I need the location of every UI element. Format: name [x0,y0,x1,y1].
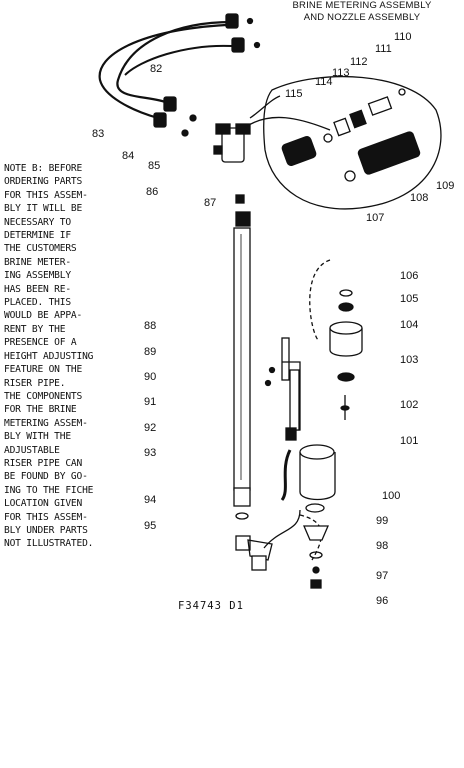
label-104: 104 [400,319,419,331]
note-line: RISER PIPE. [4,377,66,389]
note-line: THE COMPONENTS [4,390,83,402]
seal-105 [338,302,354,312]
note-line: METERING ASSEM- [4,417,88,429]
brine-tube-83 [98,23,227,120]
label-89: 89 [144,346,157,358]
label-111: 111 [375,43,392,55]
note-line: FOR THIS ASSEM- [4,189,88,201]
note-line: BRINE METER- [4,256,71,268]
note-line: ING TO THE FICHE [4,484,94,496]
label-103: 103 [400,354,419,366]
note-line: NOT ILLUSTRATED. [4,538,94,550]
label-87: 87 [204,197,217,209]
label-84: 84 [122,150,135,162]
note-line: FOR THE BRINE [4,404,77,416]
label-82: 82 [150,63,163,75]
note-line: BLY WITH THE [4,431,71,443]
note-line: WOULD BE APPA- [4,310,83,322]
label-112: 112 [350,56,368,68]
label-83: 83 [92,128,105,140]
label-86: 86 [146,186,159,198]
label-110: 110 [394,31,412,43]
label-94: 94 [144,494,157,506]
note-line: DETERMINE IF [4,230,71,242]
nozzle-assembly-callout [249,76,442,210]
label-107: 107 [366,212,385,224]
washer-87 [235,194,245,204]
note-line: PLACED. THIS [4,297,71,309]
label-98: 98 [376,540,389,552]
label-93: 93 [144,447,157,459]
note-line: BE FOUND BY GO- [4,471,88,483]
label-100: 100 [382,490,401,502]
air-check-housing-101 [280,444,336,501]
note-line: PRESENCE OF A [4,337,77,349]
label-97: 97 [376,570,389,582]
note-line: ING ASSEMBLY [4,270,71,282]
label-90: 90 [144,371,157,383]
float-path-dashed [309,259,331,341]
label-108: 108 [410,192,429,204]
spring-103 [337,372,355,382]
lower-parts-96-100 [303,503,329,589]
title-line-1: BRINE METERING ASSEMBLY [292,0,432,11]
label-85: 85 [148,160,161,172]
note-line: ADJUSTABLE [4,444,60,456]
label-102: 102 [400,399,419,411]
label-113: 113 [332,67,350,79]
label-109: 109 [436,180,455,192]
riser-pipe-93 [233,211,251,507]
label-115: 115 [285,88,303,100]
brine-valve-86 [213,116,331,163]
ferrule-85 [181,114,197,137]
note-line: HEIGHT ADJUSTING [4,350,94,362]
label-95: 95 [144,520,157,532]
stem-102 [340,395,350,420]
label-101: 101 [400,435,419,447]
label-92: 92 [144,422,157,434]
label-105: 105 [400,293,419,305]
label-99: 99 [376,515,389,527]
float-cup-104 [329,321,363,357]
figure-id: F34743 D1 [178,600,244,612]
note-line: THE CUSTOMERS [4,243,77,255]
note-line: ORDERING PARTS [4,176,83,188]
height-adjuster [264,337,301,441]
diagram-title: BRINE METERING ASSEMBLY AND NOZZLE ASSEM… [262,0,462,24]
note-line: FEATURE ON THE [4,364,83,376]
note-line: RISER PIPE CAN [4,457,83,469]
label-96: 96 [376,595,389,607]
label-106: 106 [400,270,419,282]
note-line: FOR THIS ASSEM- [4,511,88,523]
note-line: NECESSARY TO [4,216,71,228]
label-91: 91 [144,396,157,408]
fitting-95 [235,509,301,571]
note-line: HAS BEEN RE- [4,283,71,295]
title-line-2: AND NOZZLE ASSEMBLY [303,12,421,23]
nut-84 [153,96,177,128]
ordering-note: NOTE B: BEFORE ORDERING PARTS FOR THIS A… [4,162,154,551]
note-line: NOTE B: BEFORE [4,163,83,174]
note-line: LOCATION GIVEN [4,498,83,510]
washer-94 [235,512,249,520]
label-88: 88 [144,320,157,332]
brine-tube-82 [116,13,261,105]
label-114: 114 [315,76,333,88]
note-line: BLY IT WILL BE [4,203,83,215]
cap-106 [339,289,353,297]
note-line: RENT BY THE [4,323,66,335]
note-line: BLY UNDER PARTS [4,524,88,536]
